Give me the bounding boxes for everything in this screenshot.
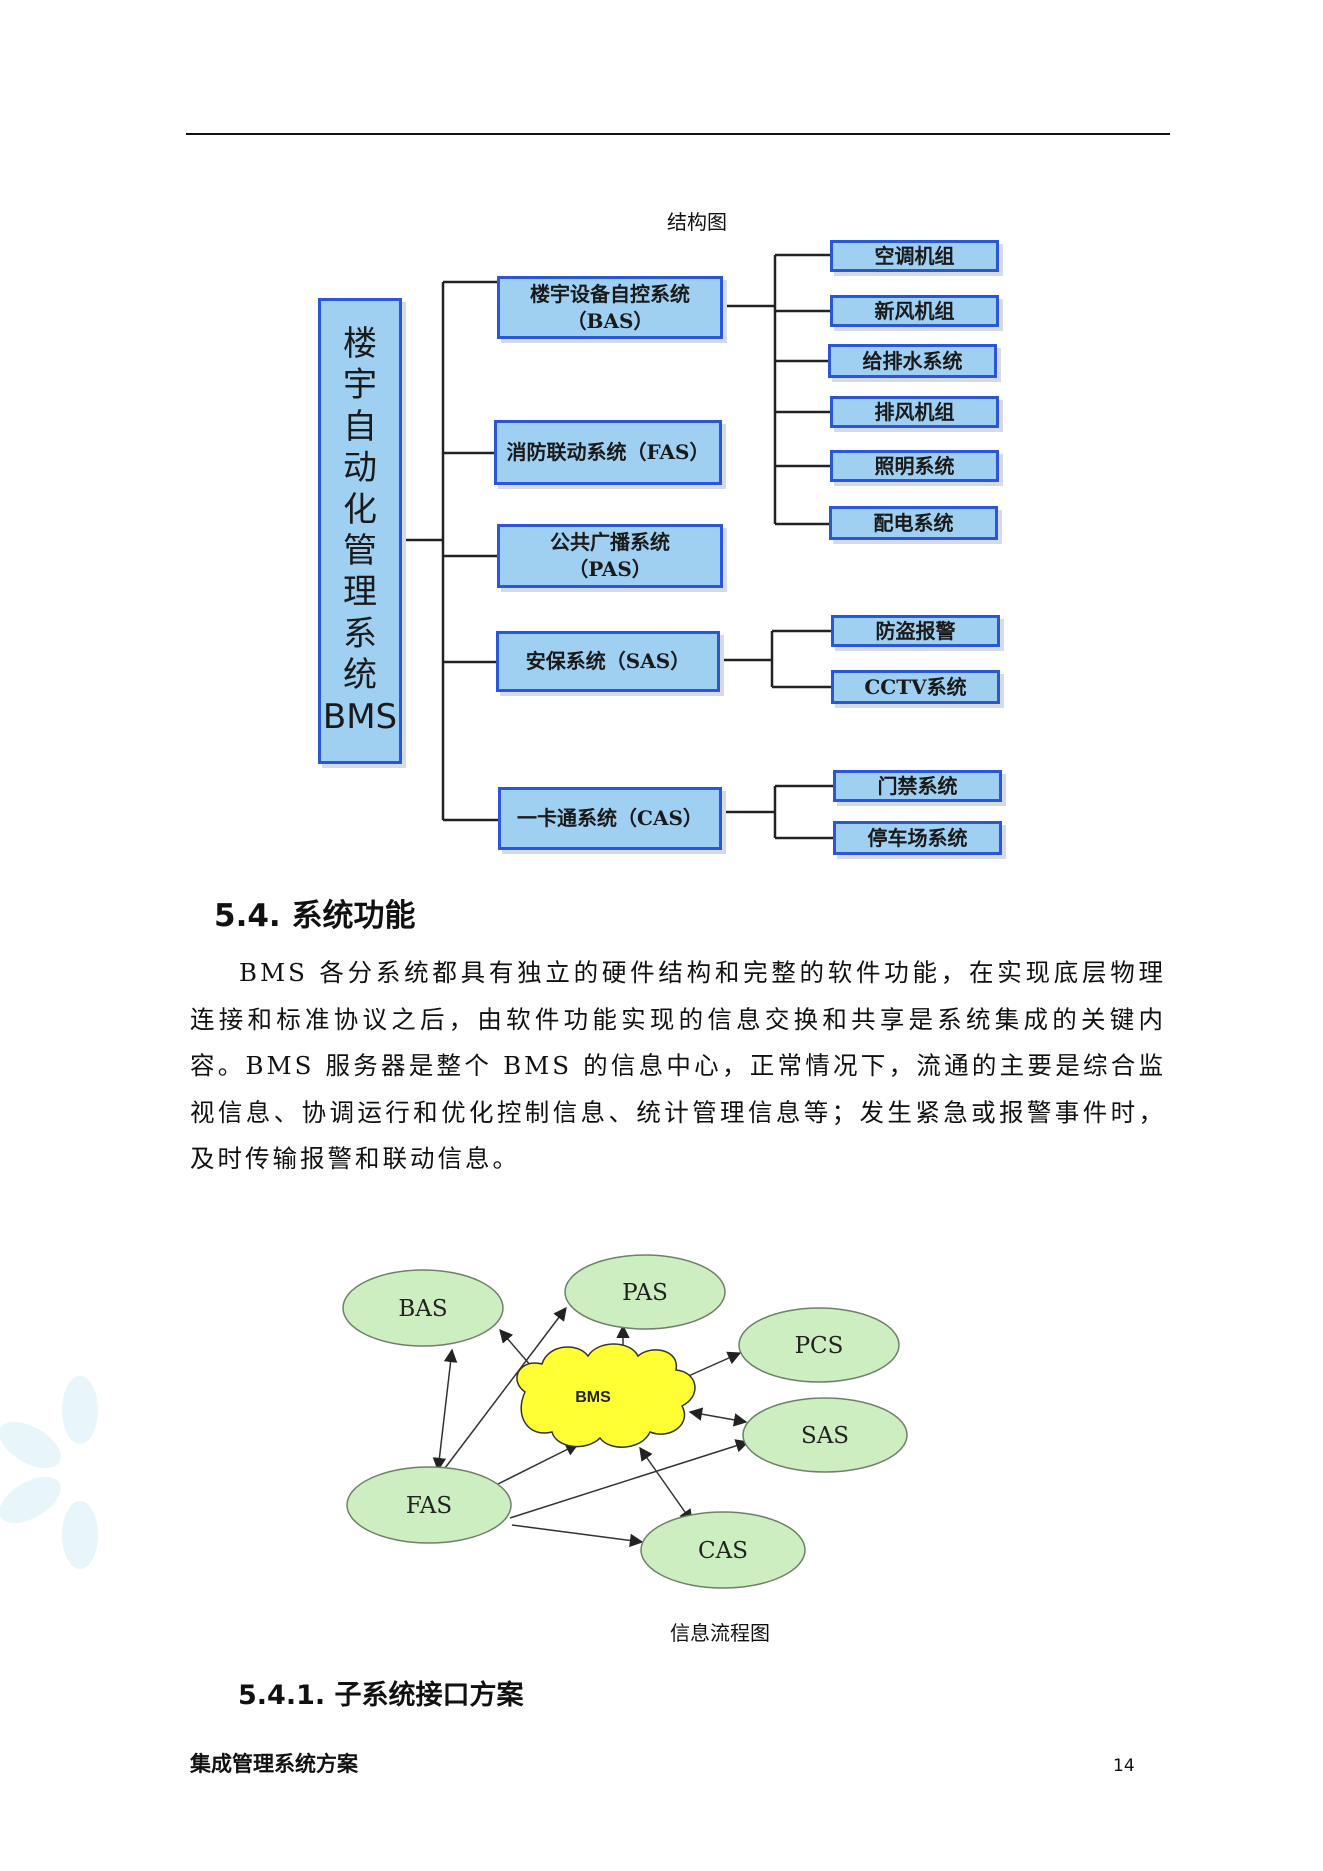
flow-edge-bms-cas xyxy=(639,1446,693,1524)
footer-document-title: 集成管理系统方案 xyxy=(190,1752,358,1776)
flow-edge-fas-bms xyxy=(489,1443,580,1489)
bms-root-node: 楼 宇 自 动 化 管 理 系 统 BMS xyxy=(318,298,402,764)
child-node-parking: 停车场系统 xyxy=(833,821,1002,855)
flow-edge-sas-bms xyxy=(688,1407,748,1427)
child-node-cctv: CCTV系统 xyxy=(831,670,1000,704)
flow-edge-bas-fas xyxy=(432,1348,458,1472)
flow-label-sas: SAS xyxy=(801,1423,849,1449)
flow-label-bms: BMS xyxy=(575,1389,611,1406)
fas-subsystem-node: 消防联动系统（FAS） xyxy=(494,420,722,485)
child-node-lighting: 照明系统 xyxy=(830,450,999,482)
child-node-access-control: 门禁系统 xyxy=(833,770,1002,802)
section-heading: 5.4. 系统功能 xyxy=(214,898,416,934)
structure-connectors xyxy=(399,253,833,840)
flow-node-cas xyxy=(640,1511,806,1589)
flow-node-pas xyxy=(564,1254,726,1330)
child-node-fresh-air: 新风机组 xyxy=(830,295,999,327)
flow-edge-fas-sas xyxy=(509,1439,750,1519)
flow-label-pcs: PCS xyxy=(795,1333,844,1359)
footer-page-number: 14 xyxy=(1113,1756,1135,1776)
watermark-logo xyxy=(0,1350,120,1590)
child-node-air-conditioning: 空调机组 xyxy=(830,240,999,272)
child-node-intrusion-alarm: 防盗报警 xyxy=(831,615,1000,647)
pas-subsystem-node: 公共广播系统 （PAS） xyxy=(497,524,723,588)
structure-diagram-caption: 结构图 xyxy=(667,210,727,234)
flow-node-fas xyxy=(346,1466,512,1544)
flow-node-bms-cloud xyxy=(516,1343,696,1448)
flow-label-fas: FAS xyxy=(406,1493,452,1519)
bas-subsystem-node: 楼宇设备自控系统 （BAS） xyxy=(497,276,723,339)
flow-label-cas: CAS xyxy=(698,1538,748,1564)
watermark-flower-icon xyxy=(0,1376,98,1569)
flow-node-sas xyxy=(742,1397,908,1473)
flow-node-pcs xyxy=(738,1307,900,1383)
flow-node-bas xyxy=(342,1269,504,1347)
child-node-exhaust-fan: 排风机组 xyxy=(830,396,999,428)
sas-subsystem-node: 安保系统（SAS） xyxy=(496,631,720,692)
flow-label-bas: BAS xyxy=(398,1296,447,1322)
information-flow-diagram: BAS PAS PCS SAS FAS CAS BMS xyxy=(342,1254,908,1589)
section-paragraph: BMS 各分系统都具有独立的硬件结构和完整的软件功能，在实现底层物理连接和标准协… xyxy=(190,958,1166,1173)
child-node-power-distribution: 配电系统 xyxy=(829,506,998,540)
cas-subsystem-node: 一卡通系统（CAS） xyxy=(498,787,722,850)
flow-label-pas: PAS xyxy=(622,1280,668,1306)
child-node-water-supply: 给排水系统 xyxy=(828,344,997,378)
flow-edge-fas-cas xyxy=(511,1524,644,1548)
flow-edge-fas-pas xyxy=(441,1306,567,1473)
flow-diagram-caption: 信息流程图 xyxy=(670,1621,770,1645)
subsection-heading: 5.4.1. 子系统接口方案 xyxy=(238,1680,524,1711)
header-rule xyxy=(186,133,1170,135)
